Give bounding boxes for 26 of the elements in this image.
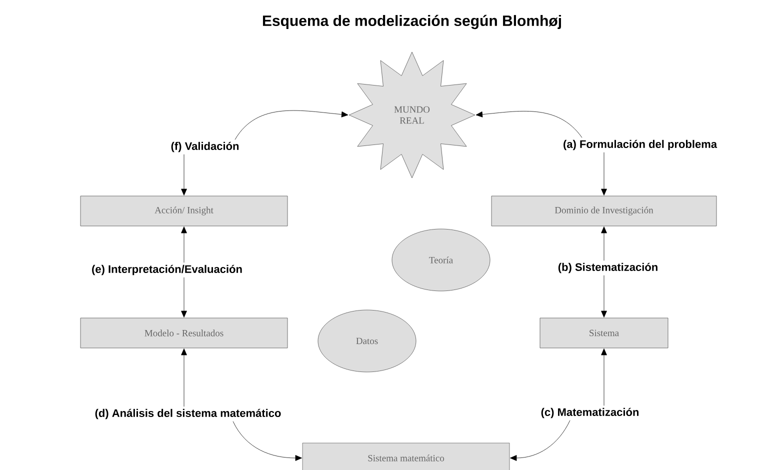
arrow (601, 348, 607, 406)
arrow (232, 421, 302, 461)
arrow (181, 277, 187, 318)
process-box: Modelo - Resultados (80, 318, 288, 348)
step-label: (b) Sistematización (558, 262, 658, 274)
step-label: (c) Matematización (541, 408, 638, 418)
ellipse-node: Datos (318, 310, 416, 372)
arrow (181, 154, 187, 196)
process-box: Sistema (540, 318, 668, 348)
arrow (234, 110, 348, 140)
process-box: Acción/ Insight (80, 196, 288, 226)
ellipse-node: Teoría (392, 228, 490, 292)
process-box: Dominio de Investigación (491, 196, 717, 226)
arrow (181, 348, 187, 407)
process-box: Sistema matemático (302, 442, 510, 470)
arrow (601, 275, 607, 318)
step-label: (d) Análisis del sistema matemático (95, 408, 281, 420)
arrow (601, 226, 607, 261)
title: Esquema de modelización según Blomhøj (262, 14, 561, 30)
step-label: (e) Interpretación/Evaluación (92, 264, 242, 276)
step-label: (f) Validación (171, 142, 239, 152)
step-label: (a) Formulación del problema (564, 140, 718, 150)
arrow (510, 420, 570, 461)
arrow (476, 111, 582, 138)
arrow (601, 152, 607, 196)
arrow (181, 226, 187, 263)
